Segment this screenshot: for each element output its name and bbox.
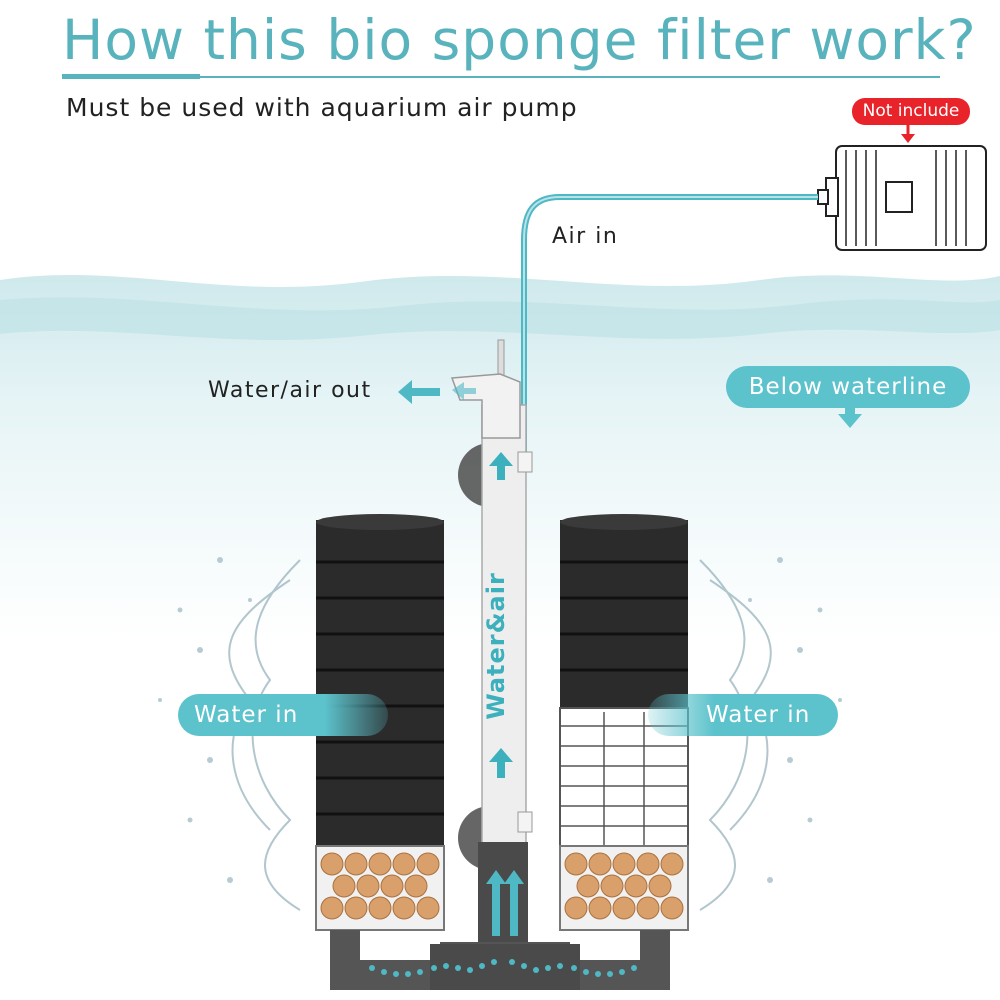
ceramic-balls: [320, 852, 684, 920]
title-underline-accent: [62, 74, 200, 79]
air-in-label: Air in: [552, 224, 619, 249]
below-waterline-pill: Below waterline: [726, 366, 970, 408]
title-underline: [62, 76, 940, 78]
page-title: How this bio sponge filter work?: [62, 8, 977, 72]
water-in-left-pill: Water in: [178, 694, 388, 736]
water-in-right-pill: Water in: [648, 694, 838, 736]
bottom-manifold: [330, 842, 670, 990]
arrow-up-icon: [489, 452, 513, 778]
arrow-down-icon: [901, 124, 915, 143]
arrow-left-icon: [398, 380, 476, 404]
water-air-out-label: Water/air out: [208, 378, 372, 403]
not-include-badge: Not include: [852, 98, 970, 125]
subtitle: Must be used with aquarium air pump: [66, 93, 578, 122]
arrow-down-icon: [838, 414, 862, 428]
water-droplets: [158, 557, 842, 883]
air-pump-icon: [817, 145, 987, 251]
tube-label: Water&air: [482, 572, 510, 720]
